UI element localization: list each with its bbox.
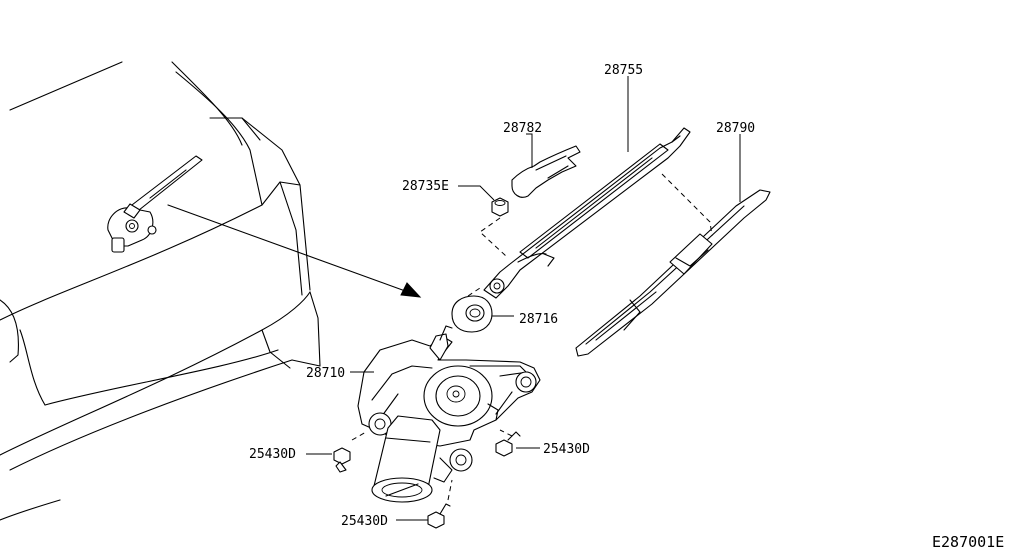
bolt-bottom-25430D bbox=[427, 503, 451, 529]
diagram-code: E287001E bbox=[932, 533, 1004, 551]
callout-bolt-right: 25430D bbox=[543, 442, 590, 457]
nut-28735E bbox=[491, 197, 509, 217]
callout-nut: 28735E bbox=[402, 179, 449, 194]
callout-cap: 28782 bbox=[503, 121, 542, 136]
seal-28716 bbox=[451, 295, 493, 333]
callout-blade: 28790 bbox=[716, 121, 755, 136]
motor-bolt-guide-right bbox=[499, 429, 513, 437]
wiper-blade-28790 bbox=[575, 189, 771, 357]
motor-bolt-guide-left bbox=[351, 431, 367, 441]
callout-bolt-bottom: 25430D bbox=[341, 514, 388, 529]
wiper-motor-28710 bbox=[357, 325, 541, 503]
bolt-right-25430D bbox=[495, 431, 521, 457]
wiper-arm-28755 bbox=[483, 127, 691, 299]
nut-guide-line bbox=[479, 217, 507, 257]
bolt-left-25430D bbox=[333, 447, 351, 473]
location-arrow bbox=[167, 204, 422, 298]
callout-motor: 28710 bbox=[306, 366, 345, 381]
seal-guide-line bbox=[467, 287, 481, 297]
callout-bolt-left: 25430D bbox=[249, 447, 296, 462]
callout-arm: 28755 bbox=[604, 63, 643, 78]
wiper-assembly-on-vehicle-icon bbox=[107, 155, 203, 253]
cap-28782 bbox=[511, 145, 581, 198]
leader-lines bbox=[306, 76, 741, 521]
vehicle-rear-outline bbox=[0, 61, 321, 521]
motor-bolt-guide-bottom bbox=[447, 479, 453, 501]
blade-guide-line bbox=[661, 173, 713, 237]
callout-seal: 28716 bbox=[519, 312, 558, 327]
